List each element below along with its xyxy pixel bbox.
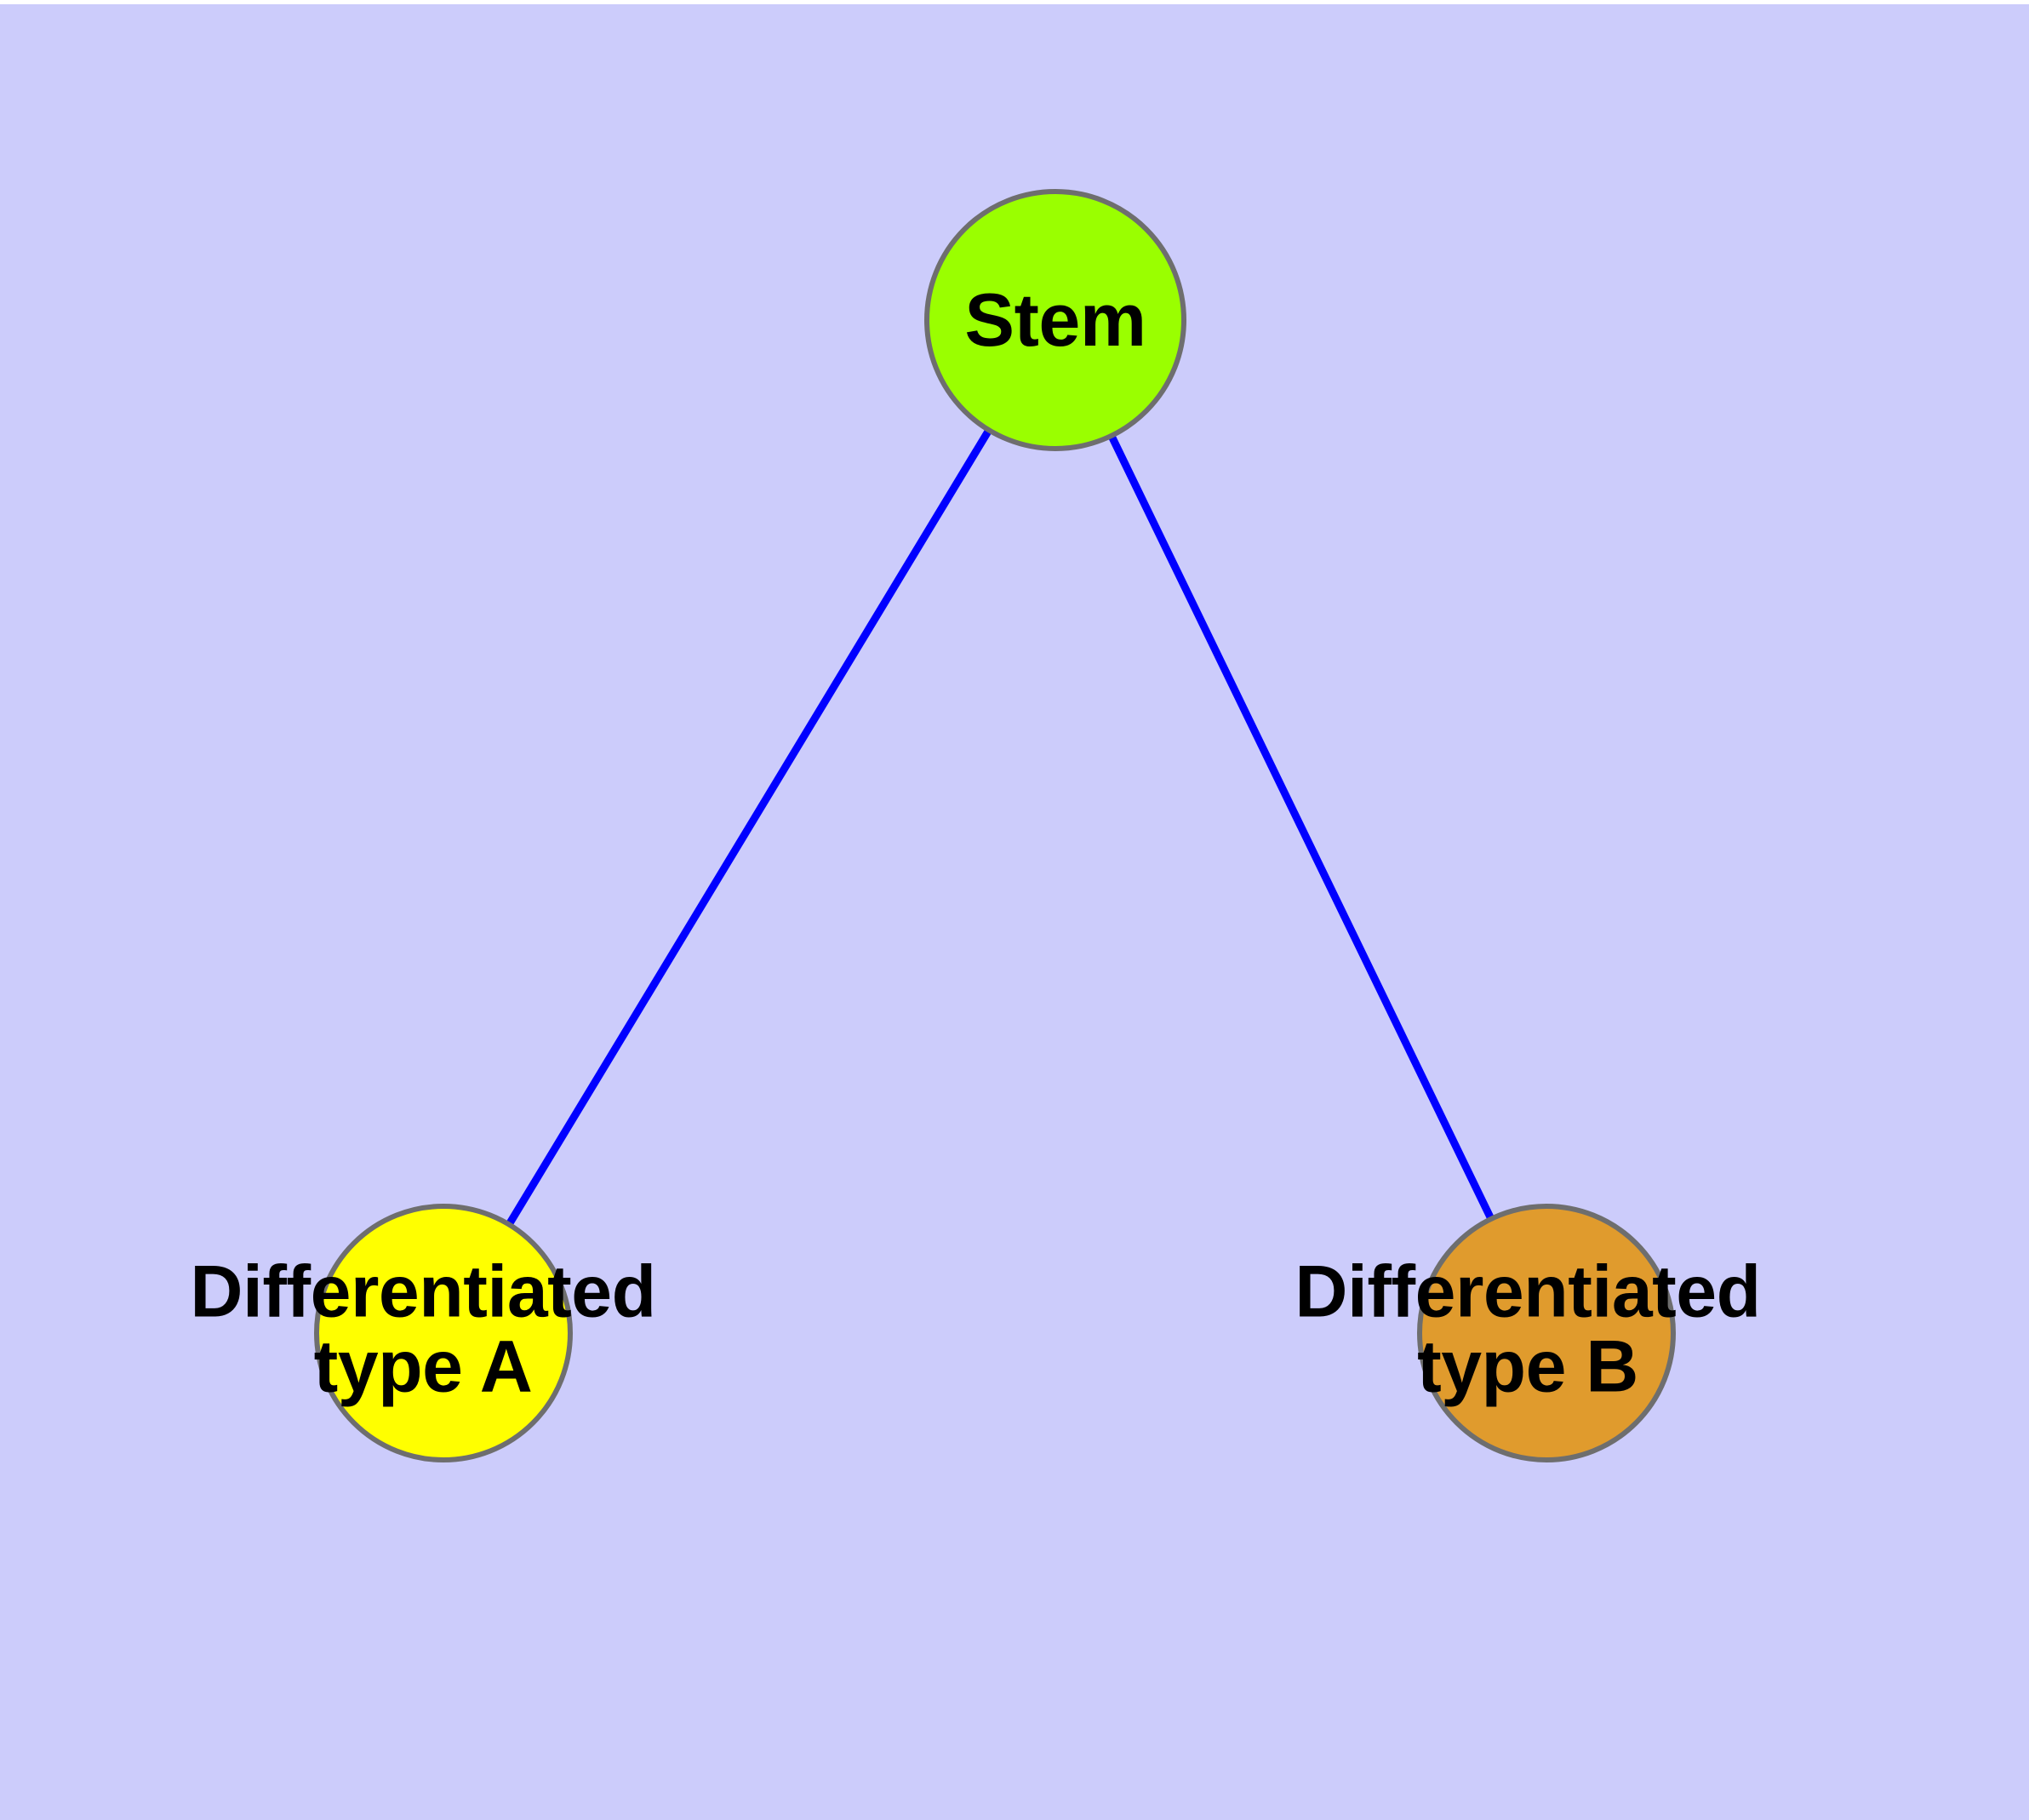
node-differentiated-type-b[interactable] <box>1417 1204 1676 1462</box>
node-differentiated-type-a[interactable] <box>314 1204 573 1462</box>
edge-group <box>506 427 1495 1227</box>
edge-stem-to-differentiated-type-a[interactable] <box>506 427 992 1227</box>
edge-stem-to-differentiated-type-b[interactable] <box>1107 433 1495 1221</box>
node-stem[interactable] <box>924 189 1186 451</box>
node-group <box>314 189 1676 1462</box>
